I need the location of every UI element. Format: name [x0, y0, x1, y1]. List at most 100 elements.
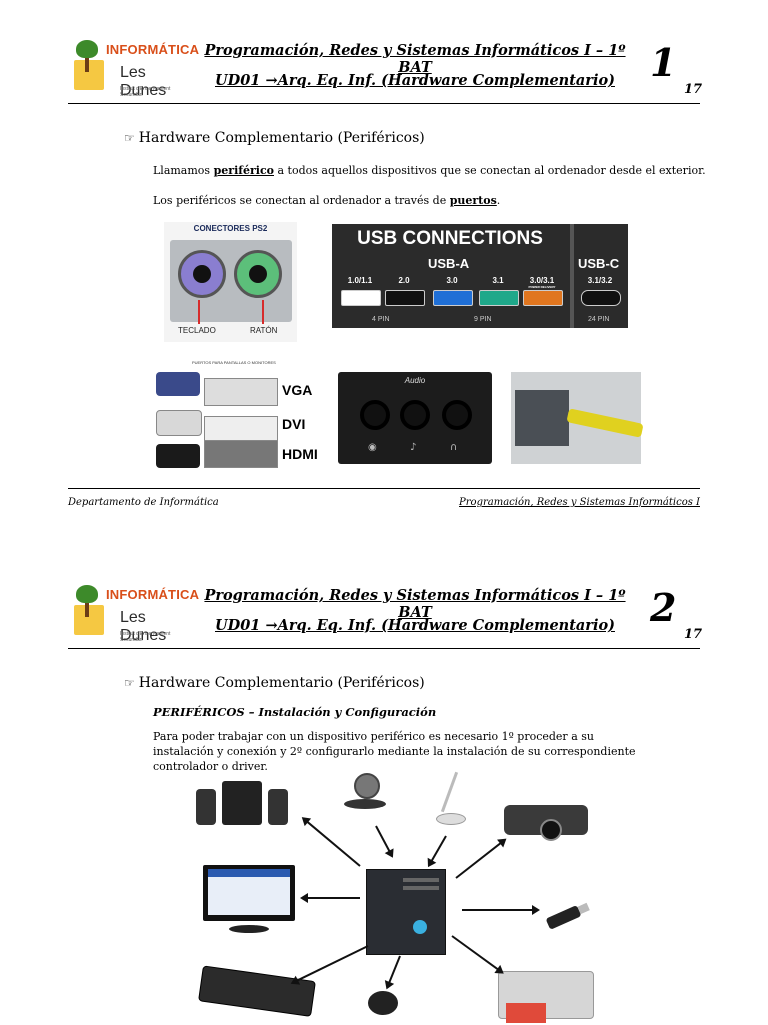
vga-port-icon	[204, 378, 278, 406]
pins-4-label: 4 PIN	[372, 316, 390, 323]
header-rule	[68, 648, 700, 649]
webcam-icon	[344, 773, 386, 813]
usb-port-icon	[581, 290, 621, 306]
term-puertos: puertos	[449, 194, 497, 207]
header-title-line2: UD01 →Arq. Eq. Inf. (Hardware Complement…	[215, 617, 615, 634]
computer-tower-icon	[366, 869, 446, 955]
usb-version-label: 3.0/3.1	[529, 276, 555, 285]
logo-top-text: INFORMÁTICA	[106, 587, 200, 602]
keyboard-icon	[198, 965, 316, 1017]
logo-name: Les Dunes	[120, 609, 167, 644]
total-pages: 17	[684, 82, 703, 97]
dvi-cable-icon	[156, 410, 202, 436]
line-in-jack-icon	[360, 400, 390, 430]
usb-a-label: USB-A	[428, 256, 470, 271]
usb-version-label: 3.1	[492, 276, 504, 285]
usb-port-icon	[433, 290, 473, 306]
microphone-icon	[432, 771, 468, 827]
subheading: PERIFÉRICOS – Instalación y Configuració…	[153, 705, 437, 719]
ethernet-port-image	[511, 372, 644, 464]
ps2-title: CONECTORES PS2	[193, 224, 268, 233]
pins-24-label: 24 PIN	[588, 316, 610, 323]
term-periferico: periférico	[213, 164, 274, 177]
power-delivery-label: POWER DELIVERY	[528, 285, 556, 289]
header-rule	[68, 103, 700, 104]
usb-drive-icon	[543, 895, 595, 936]
usb-version-label: 2.0	[398, 276, 410, 285]
printer-icon	[498, 963, 594, 1025]
arrow-icon	[262, 300, 264, 324]
logo-small-text: Institut d'Ensenyament Secundari	[120, 86, 171, 98]
usb-port-icon	[341, 290, 381, 306]
hdmi-cable-icon	[156, 444, 200, 468]
hdmi-port-icon	[204, 440, 278, 468]
audio-ports-image: Audio ◉ ♪ ∩	[338, 372, 492, 464]
ps2-mouse-port-icon	[234, 250, 282, 298]
arrow-to-projector-icon	[455, 839, 506, 879]
usb-version-label: 1.0/1.1	[347, 276, 373, 285]
usb-c-label: USB-C	[578, 256, 620, 271]
vga-label: VGA	[282, 382, 313, 398]
pointing-hand-icon: ☞	[124, 131, 135, 145]
logo-name: Les Dunes	[120, 64, 167, 99]
usb-version-label: 3.0	[446, 276, 458, 285]
ports-paragraph: Los periféricos se conectan al ordenador…	[153, 194, 501, 207]
speakers-icon	[196, 781, 290, 825]
informatica-logo: INFORMÁTICA Les Dunes Institut d'Ensenya…	[72, 40, 199, 99]
usb-version-label: 3.1/3.2	[587, 276, 613, 285]
arrow-to-speakers-icon	[302, 817, 361, 867]
arrow-from-keyboard-icon	[292, 945, 369, 984]
projector-icon	[504, 797, 588, 841]
header-title-line1: Programación, Redes y Sistemas Informáti…	[204, 587, 626, 621]
ps2-connectors-image: CONECTORES PS2 TECLADO RATÓN	[164, 222, 297, 342]
arrow-to-printer-icon	[451, 935, 503, 974]
vga-cable-icon	[156, 372, 200, 396]
arrow-from-webcam-icon	[375, 825, 393, 857]
video-ports-image: PUERTOS PARA PANTALLAS O MONITORES VGA D…	[152, 360, 327, 470]
arrow-from-microphone-icon	[428, 835, 447, 866]
page-number: 2	[650, 585, 677, 630]
rj45-port-icon	[515, 390, 569, 446]
monitor-icon	[203, 865, 295, 937]
definition-paragraph: Llamamos periférico a todos aquellos dis…	[153, 164, 706, 177]
pins-9-label: 9 PIN	[474, 316, 492, 323]
header-title-line2: UD01 →Arq. Eq. Inf. (Hardware Complement…	[215, 72, 615, 89]
hdmi-label: HDMI	[282, 446, 318, 462]
usb-port-icon	[479, 290, 519, 306]
page-number: 1	[650, 40, 677, 85]
mouse-icon	[368, 991, 400, 1017]
ethernet-cable-icon	[566, 408, 644, 438]
section-heading: ☞Hardware Complementario (Periféricos)	[124, 130, 425, 146]
headphone-symbol-icon: ∩	[450, 442, 458, 453]
dvi-label: DVI	[282, 416, 306, 432]
usb-port-icon	[385, 290, 425, 306]
dvi-port-icon	[204, 416, 278, 444]
section-heading: ☞Hardware Complementario (Periféricos)	[124, 675, 425, 691]
usb-title: USB CONNECTIONS	[357, 228, 543, 249]
ps2-keyboard-port-icon	[178, 250, 226, 298]
ps2-keyboard-label: TECLADO	[178, 326, 216, 335]
footer-course: Programación, Redes y Sistemas Informáti…	[459, 497, 700, 508]
header-title-line1: Programación, Redes y Sistemas Informáti…	[204, 42, 626, 76]
logo-top-text: INFORMÁTICA	[106, 42, 200, 57]
arrow-icon	[198, 300, 200, 324]
video-ports-caption: PUERTOS PARA PANTALLAS O MONITORES	[192, 360, 276, 365]
informatica-logo: INFORMÁTICA Les Dunes Institut d'Ensenya…	[72, 585, 199, 644]
footer-department: Departamento de Informática	[68, 497, 219, 508]
arrow-to-usb-drive-icon	[462, 905, 540, 915]
audio-title: Audio	[404, 376, 426, 385]
arrow-to-monitor-icon	[302, 897, 360, 899]
speaker-symbol-icon: ◉	[368, 442, 377, 453]
headphone-jack-icon	[442, 400, 472, 430]
microphone-symbol-icon: ♪	[410, 442, 417, 453]
logo-small-text: Institut d'Ensenyament Secundari	[120, 631, 171, 643]
usb-connections-image: USB CONNECTIONS USB-A USB-C 1.0/1.1 2.0 3.…	[332, 224, 628, 328]
installation-paragraph: Para poder trabajar con un dispositivo p…	[153, 730, 636, 773]
usb-port-icon	[523, 290, 563, 306]
arrow-from-mouse-icon	[386, 955, 401, 988]
page-2: INFORMÁTICA Les Dunes Institut d'Ensenya…	[0, 545, 768, 1024]
total-pages: 17	[684, 627, 703, 642]
microphone-jack-icon	[400, 400, 430, 430]
page-1: INFORMÁTICA Les Dunes Institut d'Ensenya…	[68, 40, 706, 508]
ps2-mouse-label: RATÓN	[250, 326, 278, 335]
